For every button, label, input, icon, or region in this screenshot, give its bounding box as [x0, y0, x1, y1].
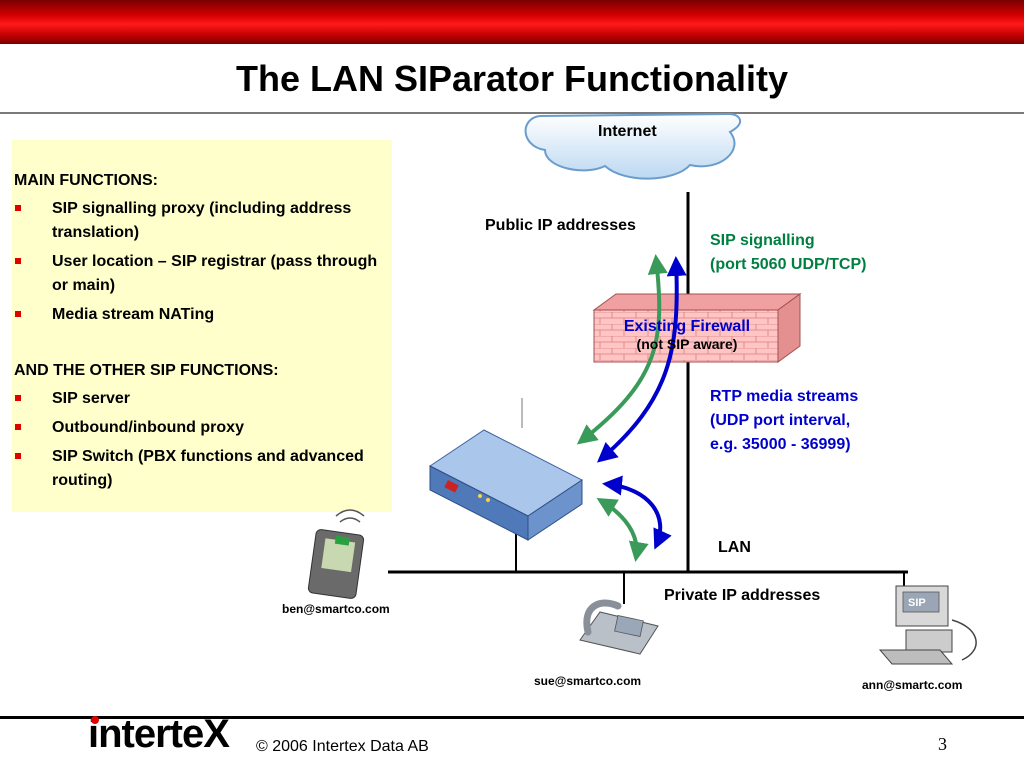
bullet-icon [15, 395, 21, 401]
list-item-text: Media stream NATing [52, 306, 215, 323]
title-divider [0, 112, 1024, 114]
bullet-icon [15, 258, 21, 264]
email-ben: ben@smartco.com [282, 602, 390, 616]
top-banner [0, 0, 1024, 44]
email-sue: sue@smartco.com [534, 674, 642, 688]
rtp-example-label: e.g. 35000 - 36999) [710, 436, 851, 453]
list-item-text: SIP server [52, 390, 130, 407]
firewall-subtitle: (not SIP aware) [636, 336, 738, 352]
computer-badge: SIP [908, 597, 926, 609]
list-item-text: User location – SIP registrar (pass thro… [52, 253, 378, 294]
cloud-icon [524, 112, 742, 180]
list-item: SIP signalling proxy (including address … [12, 197, 382, 245]
list-item-text: SIP Switch (PBX functions and advanced r… [52, 448, 364, 489]
pda-icon [307, 509, 365, 599]
rtp-port-label: (UDP port interval, [710, 412, 851, 429]
intertex-logo: interteX [88, 712, 230, 757]
other-functions-heading: AND THE OTHER SIP FUNCTIONS: [14, 362, 279, 379]
footer-divider [0, 716, 1024, 719]
list-item: SIP Switch (PBX functions and advanced r… [12, 445, 382, 493]
logo-dot-icon [91, 716, 99, 724]
logo-text: interteX [88, 712, 230, 756]
list-item: User location – SIP registrar (pass thro… [12, 250, 382, 298]
firewall-label: Existing Firewall (not SIP aware) [596, 318, 778, 352]
main-functions-list: SIP signalling proxy (including address … [12, 197, 382, 332]
bullet-icon [15, 311, 21, 317]
main-functions-heading: MAIN FUNCTIONS: [14, 172, 158, 189]
siparator-device-icon [429, 429, 583, 541]
firewall-title: Existing Firewall [623, 318, 751, 335]
page-title: The LAN SIParator Functionality [235, 58, 789, 99]
page-number: 3 [938, 734, 947, 754]
private-ip-label: Private IP addresses [664, 587, 821, 604]
sip-signalling-port-label: (port 5060 UDP/TCP) [710, 256, 867, 273]
list-item: Outbound/inbound proxy [12, 416, 382, 440]
list-item-text: Outbound/inbound proxy [52, 419, 244, 436]
list-item-text: SIP signalling proxy (including address … [52, 200, 352, 241]
bullet-icon [15, 453, 21, 459]
public-ip-label: Public IP addresses [485, 217, 636, 234]
bullet-icon [15, 424, 21, 430]
lan-label: LAN [718, 539, 751, 556]
copyright: © 2006 Intertex Data AB [256, 738, 429, 755]
email-ann: ann@smartc.com [862, 678, 963, 692]
other-functions-list: SIP server Outbound/inbound proxy SIP Sw… [12, 387, 382, 498]
list-item: SIP server [12, 387, 382, 411]
internet-label: Internet [598, 123, 657, 140]
list-item: Media stream NATing [12, 303, 382, 327]
computer-icon: SIP [878, 585, 977, 665]
sip-signalling-label: SIP signalling [710, 232, 815, 249]
functions-panel: MAIN FUNCTIONS: SIP signalling proxy (in… [12, 140, 392, 512]
phone-icon [579, 599, 659, 655]
bullet-icon [15, 205, 21, 211]
rtp-label: RTP media streams [710, 388, 859, 405]
